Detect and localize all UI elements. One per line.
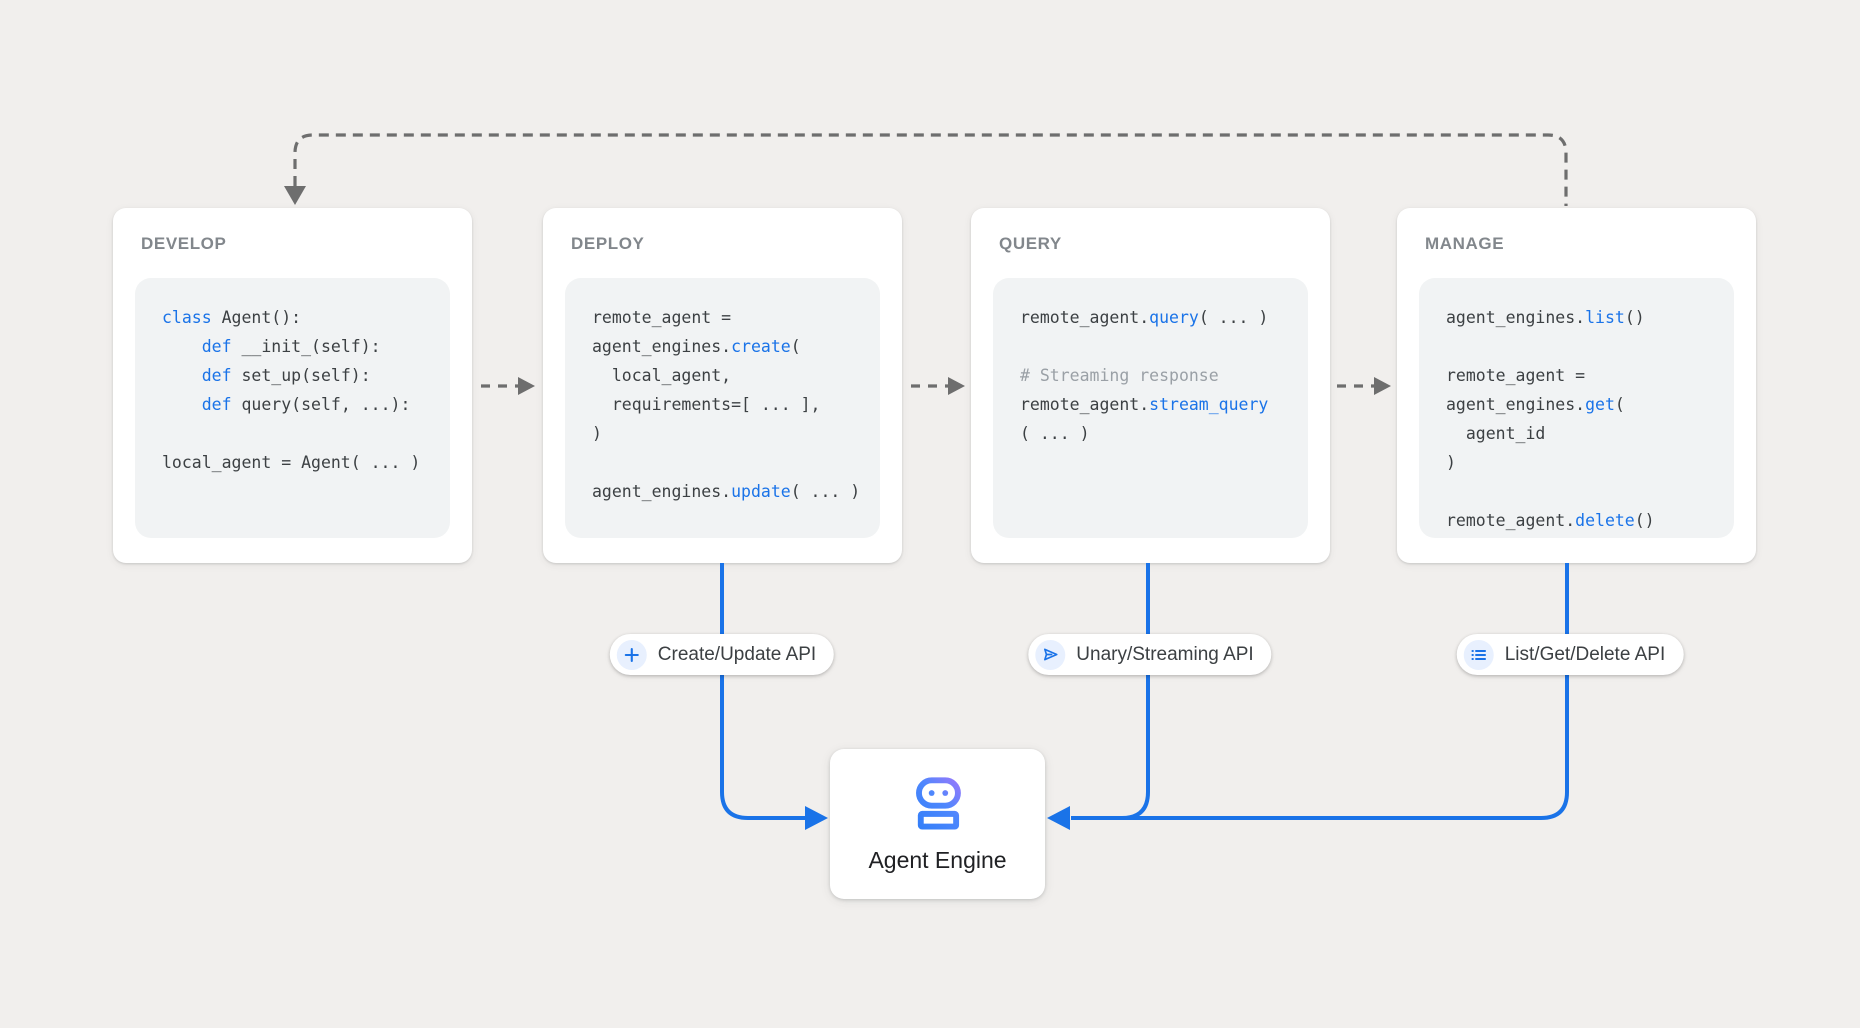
engine-left-arrowhead [805,806,828,830]
manage-to-engine-line [1071,563,1569,820]
card-query-title: QUERY [999,234,1062,253]
agent-engine-label: Agent Engine [868,847,1007,873]
list-icon [1463,639,1494,670]
card-manage-code: agent_engines.list() remote_agent =agent… [1419,278,1734,538]
plus-icon [616,639,647,670]
card-query: QUERY remote_agent.query( ... ) # Stream… [971,208,1330,563]
loopback-arrowhead [284,186,306,205]
card-develop-title: DEVELOP [141,234,227,253]
pill-label: List/Get/Delete API [1504,643,1666,665]
card-deploy-title: DEPLOY [571,234,645,253]
pill-list-get-delete-api: List/Get/Delete API [1456,634,1684,675]
card-manage-title: MANAGE [1425,234,1505,253]
robot-icon [909,774,967,837]
loopback-dashed-arrow [293,133,1568,206]
card-query-code: remote_agent.query( ... ) # Streaming re… [993,278,1308,538]
card-deploy-code: remote_agent =agent_engines.create( loca… [565,278,880,538]
agent-engine-node: Agent Engine [830,749,1045,899]
card-manage: MANAGE agent_engines.list() remote_agent… [1397,208,1756,563]
send-icon [1035,639,1066,670]
deploy-to-engine-line [720,563,805,820]
query-to-engine-line [1090,563,1150,820]
pill-unary-streaming-api: Unary/Streaming API [1028,634,1272,675]
card-develop-code: class Agent(): def __init_(self): def se… [135,278,450,538]
card-develop: DEVELOP class Agent(): def __init_(self)… [113,208,472,563]
pill-create-update-api: Create/Update API [609,634,835,675]
pill-label: Create/Update API [657,643,817,665]
card-deploy: DEPLOY remote_agent =agent_engines.creat… [543,208,902,563]
pill-label: Unary/Streaming API [1076,643,1254,665]
engine-right-arrowhead [1047,806,1070,830]
